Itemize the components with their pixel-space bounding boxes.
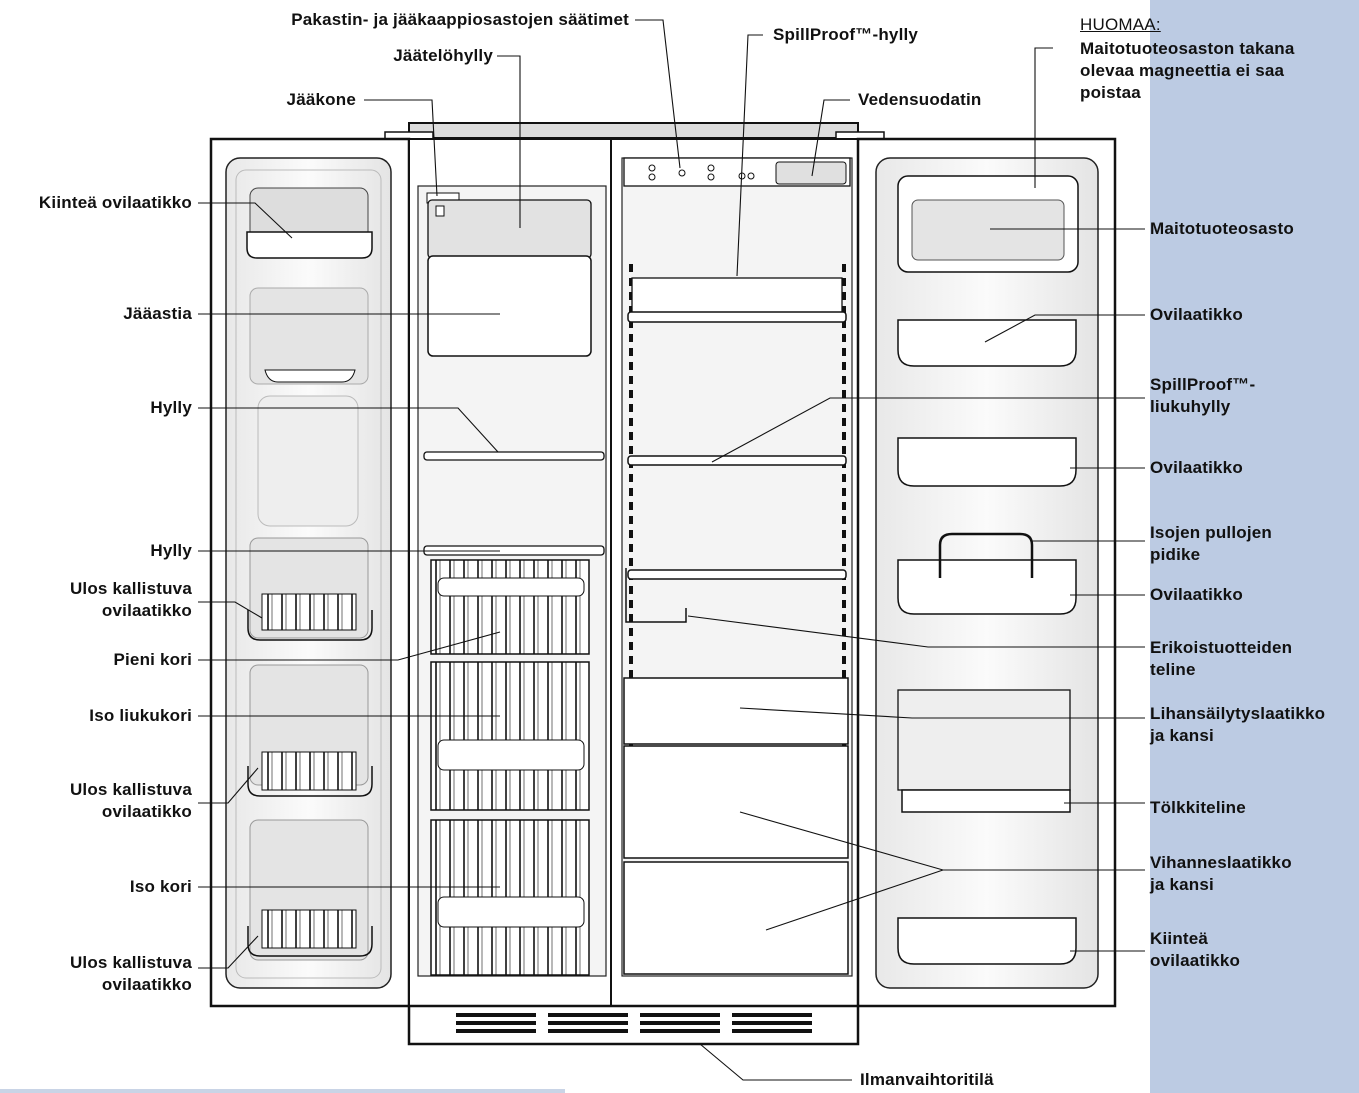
label-crisper-line-1: Vihanneslaatikko — [1150, 853, 1292, 872]
label-tilt-bin-1-line-2: ovilaatikko — [101, 601, 192, 620]
label-specialty-rack-line-1: Erikoistuotteiden — [1150, 638, 1293, 657]
label-meat-drawer-line-1: Lihansäilytyslaatikko — [1150, 704, 1326, 723]
label-fixed-door-bin-right-line-2: ovilaatikko — [1150, 951, 1241, 970]
label-spillproof-slide-line-1: SpillProof™- — [1150, 375, 1256, 394]
leader-lines — [198, 19, 1145, 1081]
note-line-3: poistaa — [1080, 83, 1141, 102]
footer-bar — [0, 1089, 565, 1093]
label-ice-cream-shelf: Jäätelöhylly — [393, 46, 493, 65]
label-water-filter: Vedensuodatin — [858, 90, 982, 109]
label-specialty-rack-line-2: teline — [1150, 660, 1196, 679]
label-spillproof-shelf: SpillProof™-hylly — [773, 25, 919, 44]
label-dairy: Maitotuoteosasto — [1150, 219, 1294, 238]
label-door-bin-2: Ovilaatikko — [1150, 458, 1243, 477]
label-crisper-line-2: ja kansi — [1150, 875, 1214, 894]
label-ice-bin: Jääastia — [123, 304, 192, 323]
note-line-1: Maitotuoteosaston takana — [1080, 39, 1295, 58]
label-large-slide-basket: Iso liukukori — [89, 706, 192, 725]
freezer-compartment — [408, 138, 612, 1007]
label-large-basket: Iso kori — [129, 877, 192, 896]
note-title: HUOMAA: — [1080, 15, 1161, 34]
label-bottle-holder-line-1: Isojen pullojen — [1150, 523, 1273, 542]
label-shelf-2: Hylly — [150, 541, 192, 560]
fridge-door — [856, 137, 1117, 1008]
label-spillproof-slide-line-2: liukuhylly — [1150, 397, 1231, 416]
note-line-2: olevaa magneettia ei saa — [1080, 61, 1285, 80]
label-controls: Pakastin- ja jääkaappiosastojen säätimet — [291, 10, 629, 29]
label-fixed-door-bin-right-line-1: Kiinteä — [1150, 929, 1209, 948]
fresh-food-compartment — [610, 138, 859, 1007]
label-tilt-bin-2-line-1: Ulos kallistuva — [69, 780, 192, 799]
label-small-basket: Pieni kori — [113, 650, 192, 669]
label-tilt-bin-2-line-2: ovilaatikko — [101, 802, 192, 821]
freezer-door — [209, 137, 411, 1008]
label-door-bin-1: Ovilaatikko — [1150, 305, 1243, 324]
label-can-rack: Tölkkiteline — [1150, 798, 1246, 817]
label-ice-maker: Jääkone — [286, 90, 356, 109]
label-tilt-bin-1-line-1: Ulos kallistuva — [69, 579, 192, 598]
label-fixed-door-bin-left: Kiinteä ovilaatikko — [38, 193, 192, 212]
label-tilt-bin-3-line-1: Ulos kallistuva — [69, 953, 192, 972]
cabinet-outline — [384, 122, 885, 140]
vent-grille — [407, 1004, 860, 1046]
label-shelf-1: Hylly — [150, 398, 192, 417]
label-meat-drawer-line-2: ja kansi — [1150, 726, 1214, 745]
label-door-bin-3: Ovilaatikko — [1150, 585, 1243, 604]
label-vent: Ilmanvaihtoritilä — [860, 1070, 994, 1089]
label-bottle-holder-line-2: pidike — [1150, 545, 1201, 564]
note-sidebar-background — [1150, 0, 1359, 1093]
label-tilt-bin-3-line-2: ovilaatikko — [101, 975, 192, 994]
